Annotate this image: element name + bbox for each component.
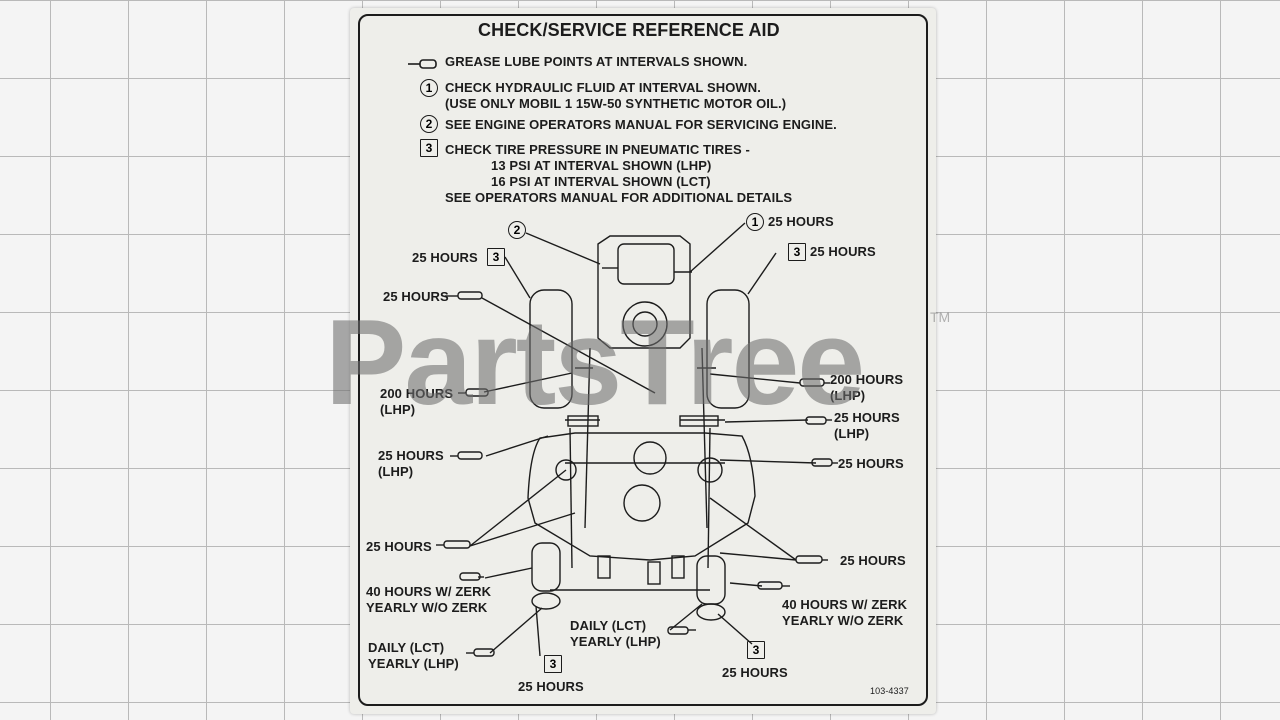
label-right-hydraulic: 25 HOURS: [768, 214, 834, 229]
label-right-25-b: 25 HOURS: [838, 456, 904, 471]
label-left-grease-1: 25 HOURS: [383, 289, 449, 304]
watermark-logo: PartsTree: [325, 294, 865, 430]
legend-item3-line2: 13 PSI AT INTERVAL SHOWN (LHP): [491, 158, 712, 173]
part-number: 103-4337: [870, 686, 909, 696]
label-left-daily: DAILY (LCT): [368, 640, 445, 655]
legend-item1-line2: (USE ONLY MOBIL 1 15W-50 SYNTHETIC MOTOR…: [445, 96, 787, 111]
label-right-mid: 25 HOURS: [834, 410, 900, 425]
legend-item2-line1: SEE ENGINE OPERATORS MANUAL FOR SERVICIN…: [445, 117, 837, 132]
tire-callout-3-left: 3: [487, 248, 505, 266]
legend-item3-line4: SEE OPERATORS MANUAL FOR ADDITIONAL DETA…: [445, 190, 793, 205]
label-left-mid-sub: (LHP): [378, 464, 414, 479]
label-left-40: 40 HOURS W/ ZERK: [366, 584, 492, 599]
service-decal: CHECK/SERVICE REFERENCE AID GREASE LUBE …: [350, 8, 936, 714]
label-left-mid: 25 HOURS: [378, 448, 444, 463]
tire-callout-3-right: 3: [788, 243, 806, 261]
label-right-200-sub: (LHP): [830, 388, 866, 403]
label-left-200-sub: (LHP): [380, 402, 416, 417]
decal-title: CHECK/SERVICE REFERENCE AID: [478, 20, 780, 40]
label-left-tire: 25 HOURS: [412, 250, 478, 265]
label-right-tire: 25 HOURS: [810, 244, 876, 259]
item-3-badge: 3: [420, 139, 438, 157]
label-right-200: 200 HOURS: [830, 372, 904, 387]
legend-item1-line1: CHECK HYDRAULIC FLUID AT INTERVAL SHOWN.: [445, 80, 761, 95]
label-right-mid-sub: (LHP): [834, 426, 870, 441]
tire-callout-3-bottom-left: 3: [544, 655, 562, 673]
legend-grease: GREASE LUBE POINTS AT INTERVALS SHOWN.: [445, 54, 748, 69]
trademark-mark: TM: [930, 309, 951, 325]
mower-diagram: [436, 222, 838, 657]
label-left-200: 200 HOURS: [380, 386, 454, 401]
label-right-25-c: 25 HOURS: [840, 553, 906, 568]
item-1-badge: 1: [420, 79, 438, 97]
label-right-40: 40 HOURS W/ ZERK: [782, 597, 908, 612]
hydraulic-callout-1: 1: [746, 213, 764, 231]
decal-border: [358, 14, 928, 706]
legend-item3-line3: 16 PSI AT INTERVAL SHOWN (LCT): [491, 174, 711, 189]
label-center-daily: DAILY (LCT): [570, 618, 647, 633]
tire-callout-3-bottom-right: 3: [747, 641, 765, 659]
label-left-40-sub: YEARLY W/O ZERK: [366, 600, 488, 615]
label-right-40-sub: YEARLY W/O ZERK: [782, 613, 904, 628]
legend-item3-line1: CHECK TIRE PRESSURE IN PNEUMATIC TIRES -: [445, 142, 750, 157]
label-center-daily-sub: YEARLY (LHP): [570, 634, 661, 649]
item-2-badge: 2: [420, 115, 438, 133]
label-left-low: 25 HOURS: [366, 539, 432, 554]
label-bottom-right-25: 25 HOURS: [722, 665, 788, 680]
label-left-daily-sub: YEARLY (LHP): [368, 656, 459, 671]
engine-callout-2: 2: [508, 221, 526, 239]
label-bottom-left-25: 25 HOURS: [518, 679, 584, 694]
